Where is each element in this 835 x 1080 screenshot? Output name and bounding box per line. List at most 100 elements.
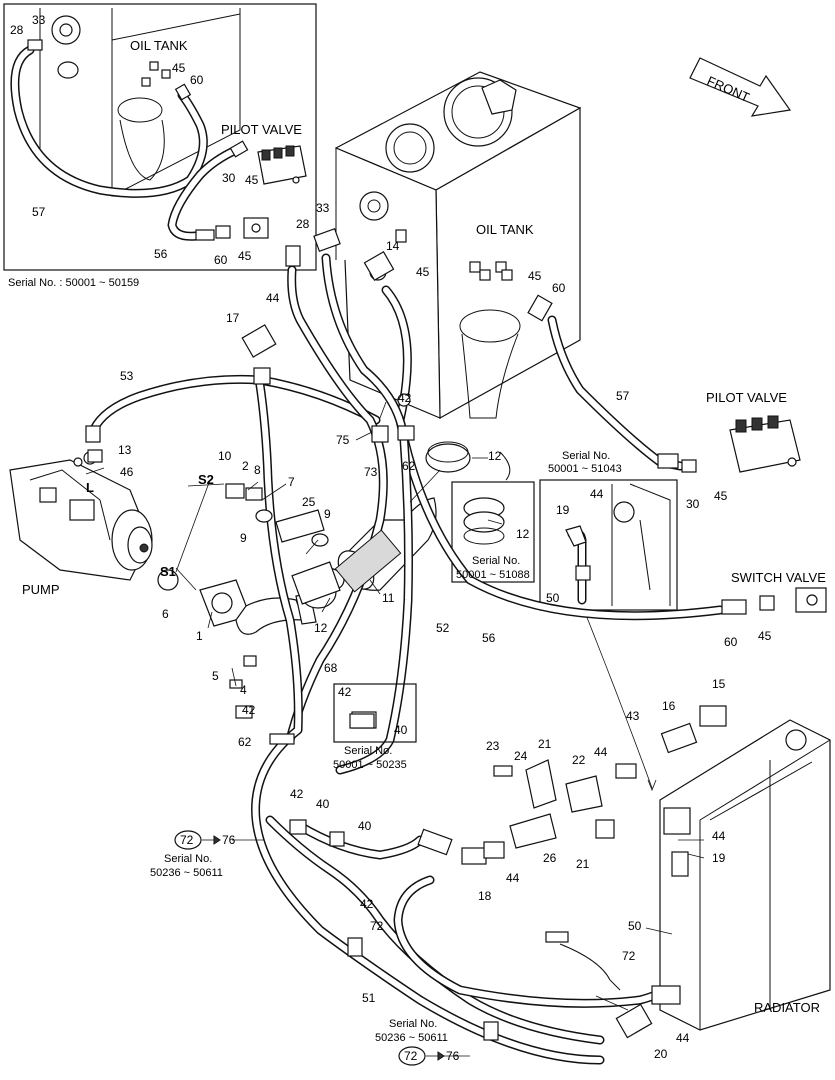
pilot-valve [657, 415, 801, 473]
callout-42b: 42 [338, 685, 352, 699]
callout-43: 43 [626, 709, 640, 723]
serial-box-51088 [451, 481, 535, 583]
callout-45f: 45 [714, 489, 728, 503]
pump-label: PUMP [22, 582, 60, 597]
callout-40b: 40 [316, 797, 330, 811]
oil-tank-label: OIL TANK [476, 222, 534, 237]
callout-28: 28 [296, 217, 310, 231]
callout-42a: 42 [398, 391, 412, 405]
serial-51088-line2: 50001 ~ 51088 [456, 569, 530, 581]
callout-22: 22 [572, 753, 586, 767]
callout-52: 52 [436, 621, 450, 635]
callout-19a: 19 [556, 503, 570, 517]
serial-50611b-line1: Serial No. [389, 1018, 437, 1030]
callout-60c: 60 [552, 281, 566, 295]
callout-44e: 44 [712, 829, 726, 843]
pilot-valve-label: PILOT VALVE [706, 390, 787, 405]
callout-30b: 30 [686, 497, 700, 511]
inset-labels: OIL TANK PILOT VALVE Serial No. : 50001 … [8, 13, 302, 289]
inset-oil-tank-label: OIL TANK [130, 38, 188, 53]
callout-42e: 42 [360, 897, 374, 911]
radiator [659, 719, 831, 1031]
callout-45d: 45 [416, 265, 430, 279]
callout-19b: 19 [712, 851, 726, 865]
callout-45c: 45 [238, 249, 252, 263]
callout-50a: 50 [546, 591, 560, 605]
callout-18: 18 [478, 889, 492, 903]
front-arrow: FRONT [689, 57, 792, 117]
callout-13: 13 [118, 443, 132, 457]
callout-28a: 28 [10, 23, 24, 37]
switch-valve-label: SWITCH VALVE [731, 570, 826, 585]
radiator-label: RADIATOR [754, 1000, 820, 1015]
callout-30a: 30 [222, 171, 236, 185]
callout-72b: 72 [622, 949, 636, 963]
ref-b-number: 72 [404, 1049, 418, 1063]
inset-panel [3, 3, 317, 271]
callout-2: 2 [242, 459, 249, 473]
callout-40c: 40 [358, 819, 372, 833]
callout-12b: 12 [516, 527, 530, 541]
ref-a-number: 72 [180, 833, 194, 847]
serial-50611b-line2: 50236 ~ 50611 [375, 1032, 448, 1044]
callout-17: 17 [226, 311, 240, 325]
serial-51043-line1: Serial No. [562, 450, 610, 462]
callout-25: 25 [302, 495, 316, 509]
callout-9a: 9 [240, 531, 247, 545]
reference-markers: 72 76 72 76 [174, 830, 460, 1066]
callouts-main: 33 28 14 45 45 60 44 17 53 57 42 75 73 6… [118, 201, 772, 1061]
callout-9b: 9 [324, 507, 331, 521]
callout-45a: 45 [172, 61, 186, 75]
callout-1: 1 [196, 629, 203, 643]
callout-24: 24 [514, 749, 528, 763]
inset-serial-label: Serial No. : 50001 ~ 50159 [8, 277, 139, 289]
callout-57a: 57 [32, 205, 46, 219]
callout-45g: 45 [758, 629, 772, 643]
serial-51088-line1: Serial No. [472, 555, 520, 567]
callout-56a: 56 [154, 247, 168, 261]
callout-5: 5 [212, 669, 219, 683]
callout-23: 23 [486, 739, 500, 753]
callout-11: 11 [382, 591, 395, 605]
callout-57: 57 [616, 389, 630, 403]
serial-50611a-line2: 50236 ~ 50611 [150, 867, 223, 879]
fittings [85, 227, 727, 1041]
callout-51: 51 [362, 991, 376, 1005]
callout-7: 7 [288, 475, 295, 489]
serial-50611a-line1: Serial No. [164, 853, 212, 865]
callout-62b: 62 [238, 735, 252, 749]
callout-10: 10 [218, 449, 232, 463]
main-labels: OIL TANK PILOT VALVE SWITCH VALVE PUMP R… [22, 222, 826, 1015]
callout-75: 75 [336, 433, 350, 447]
callout-46: 46 [120, 465, 134, 479]
callout-14: 14 [386, 239, 400, 253]
callout-4: 4 [240, 683, 247, 697]
serial-50235-line2: 50001 ~ 50235 [333, 759, 407, 771]
s1-label: S1 [160, 564, 176, 579]
callout-44f: 44 [676, 1031, 690, 1045]
serial-box-50235 [333, 683, 417, 743]
callout-53: 53 [120, 369, 134, 383]
ref-b-target: 76 [446, 1049, 460, 1063]
serial-labels: Serial No. 50001 ~ 51043 Serial No. 5000… [150, 450, 622, 1044]
inset-pilot-valve-label: PILOT VALVE [221, 122, 302, 137]
serial-box-51043 [539, 479, 678, 792]
callout-68: 68 [324, 661, 338, 675]
callout-44a: 44 [266, 291, 280, 305]
callout-40a: 40 [394, 723, 408, 737]
callout-15: 15 [712, 677, 726, 691]
callout-33: 33 [316, 201, 330, 215]
callout-33a: 33 [32, 13, 46, 27]
callout-45e: 45 [528, 269, 542, 283]
callout-16: 16 [662, 699, 676, 713]
callout-44b: 44 [590, 487, 604, 501]
leader-lines [85, 401, 705, 1057]
callout-60a: 60 [190, 73, 204, 87]
callout-45b: 45 [245, 173, 259, 187]
callout-56: 56 [482, 631, 496, 645]
callout-50b: 50 [628, 919, 642, 933]
oil-tank [334, 71, 582, 420]
callout-44d: 44 [506, 871, 520, 885]
callout-44c: 44 [594, 745, 608, 759]
callout-26: 26 [543, 851, 557, 865]
